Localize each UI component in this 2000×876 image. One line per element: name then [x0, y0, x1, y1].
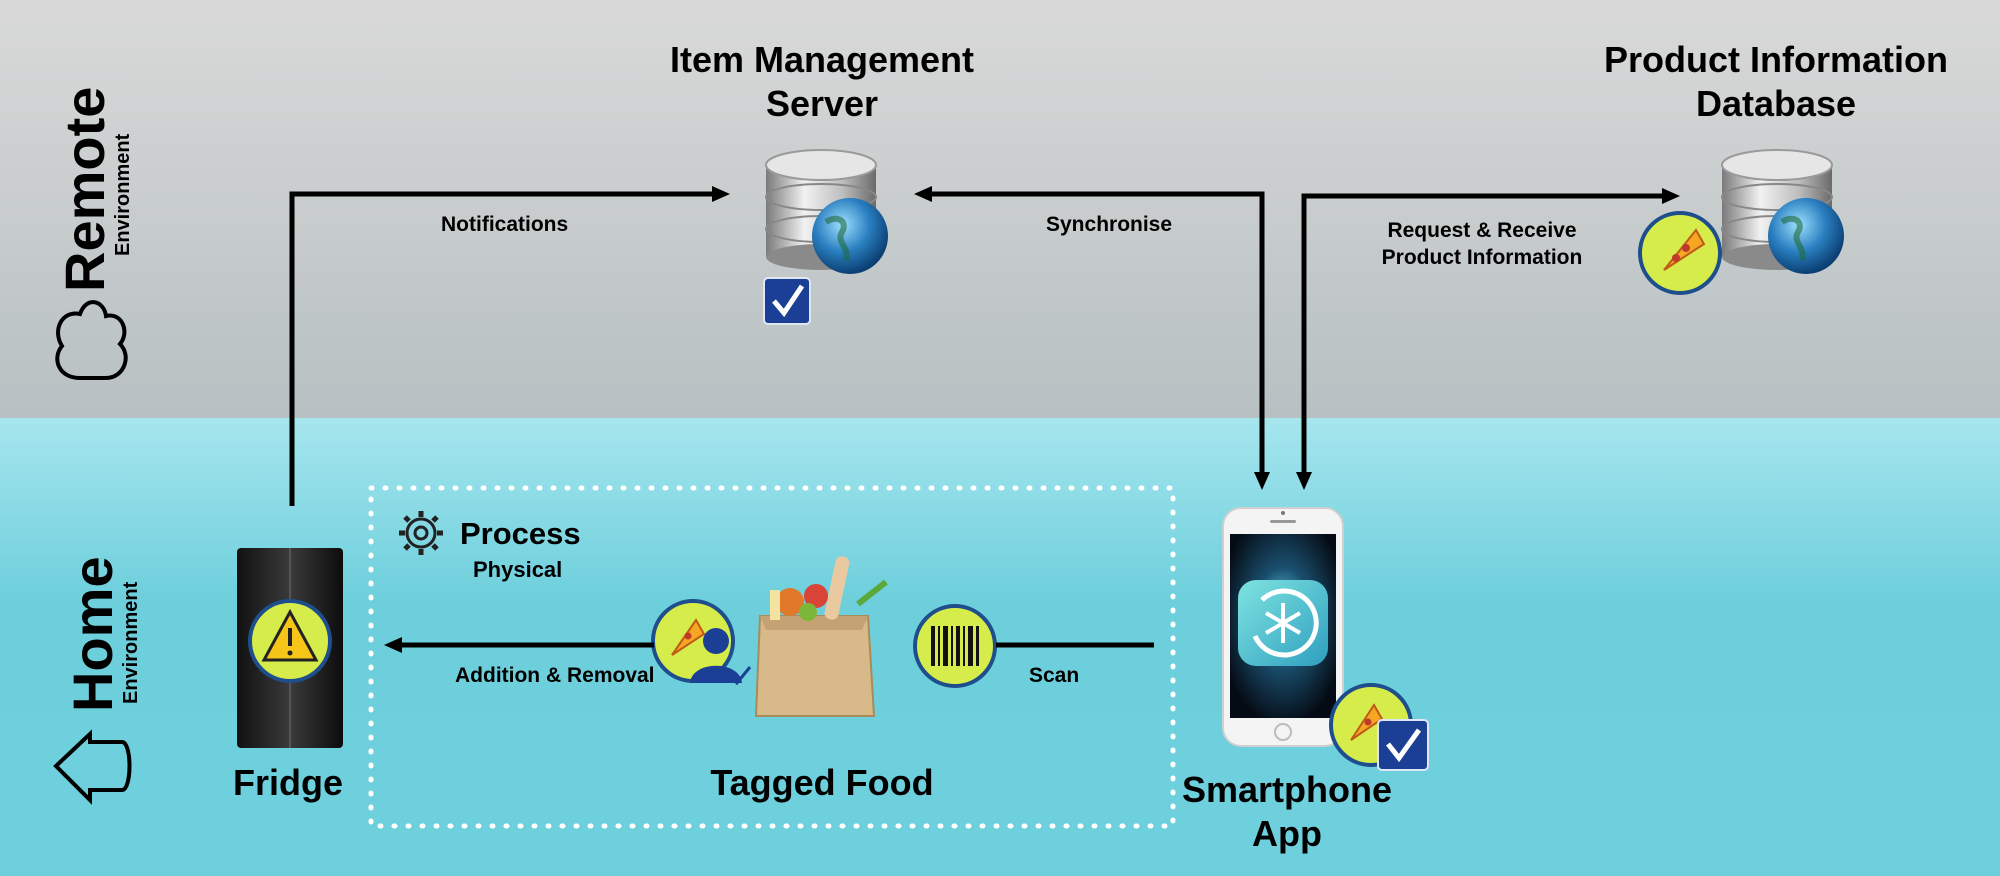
request-receive-label: Request & Receive Product Information	[1350, 217, 1614, 271]
database-title: Product Information Database	[1576, 38, 1976, 126]
request-label-line2: Product Information	[1381, 246, 1583, 269]
phone-checkbox-icon	[1377, 719, 1429, 771]
smartphone-app-title: Smartphone App	[1172, 768, 1402, 856]
server-title-line1: Item Management	[669, 39, 975, 80]
barcode-tag-icon	[913, 604, 997, 688]
process-title: Process	[460, 516, 581, 551]
server-checkbox-icon	[763, 277, 811, 325]
tagged-food-title: Tagged Food	[710, 762, 934, 803]
gear-icon	[399, 511, 443, 555]
server-title: Item Management Server	[622, 38, 1022, 126]
database-title-line1: Product Information	[1604, 39, 1948, 80]
synchronise-arrow	[914, 186, 1270, 490]
server-title-line2: Server	[765, 83, 879, 124]
request-label-line1: Request & Receive	[1387, 219, 1577, 242]
remote-env-subtitle: Environment	[112, 133, 134, 256]
database-pizza-tag-icon	[1638, 211, 1722, 295]
smartphone-title-line1: Smartphone	[1181, 769, 1393, 810]
warning-tag-icon	[248, 599, 332, 683]
remote-env-title: Remote	[53, 86, 116, 292]
request-receive-arrow	[1296, 188, 1680, 490]
snowflake-app-icon	[1238, 580, 1328, 666]
addition-removal-label: Addition & Removal	[455, 664, 655, 687]
pizza-user-tag-icon	[651, 599, 735, 683]
grocery-bag-icon	[754, 556, 888, 717]
cloud-icon	[55, 300, 128, 380]
home-env-subtitle: Environment	[120, 581, 142, 704]
user-icon	[690, 628, 752, 686]
database-globe-icon	[1721, 149, 1844, 274]
process-subtitle: Physical	[473, 557, 563, 582]
fridge-title: Fridge	[232, 762, 343, 803]
synchronise-label: Synchronise	[1046, 213, 1173, 236]
home-icon	[53, 729, 132, 805]
notifications-label: Notifications	[441, 213, 569, 236]
server-database-globe-icon	[765, 149, 888, 274]
addition-removal-arrow	[384, 637, 654, 653]
process-boundary	[368, 485, 1176, 829]
smartphone-title-line2: App	[1252, 813, 1322, 854]
database-title-line2: Database	[1695, 83, 1857, 124]
scan-label: Scan	[1029, 664, 1080, 687]
remote-environment-band	[0, 0, 2000, 418]
home-env-title: Home	[61, 556, 124, 712]
notifications-arrow	[289, 186, 730, 506]
